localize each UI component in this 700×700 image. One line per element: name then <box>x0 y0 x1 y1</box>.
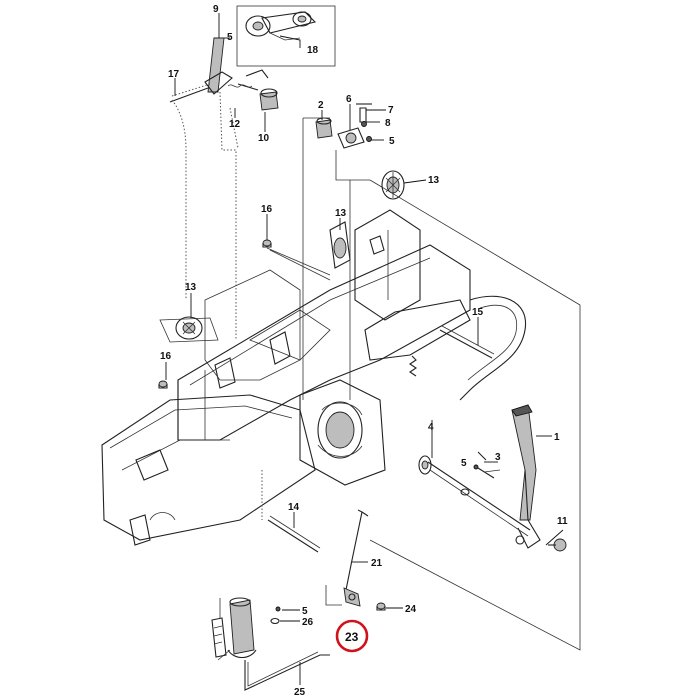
callout-5-upper: 5 <box>389 136 395 147</box>
callout-3: 3 <box>495 452 501 463</box>
callout-5-right: 5 <box>461 458 467 469</box>
callout-14: 14 <box>288 502 300 513</box>
rod-21 <box>345 509 369 597</box>
callout-6: 6 <box>346 94 352 105</box>
callout-10: 10 <box>258 133 270 144</box>
callout-21: 21 <box>371 558 383 569</box>
callout-25: 25 <box>294 687 306 698</box>
callout-5-top: 5 <box>227 32 233 43</box>
callout-4: 4 <box>428 422 434 433</box>
pedal-bracket <box>211 597 330 691</box>
callout-11: 11 <box>557 516 568 527</box>
leader-dotted-17 <box>171 99 187 300</box>
callout-23: 23 <box>345 630 359 644</box>
callout-13-left: 13 <box>185 282 197 293</box>
callout-15: 15 <box>472 307 484 318</box>
callout-26: 26 <box>302 617 314 628</box>
callout-2: 2 <box>318 100 324 111</box>
callout-labels: 9 5 18 17 12 10 2 6 7 8 5 13 13 16 13 16… <box>160 4 568 698</box>
nut-16-lower <box>158 380 168 389</box>
leader-dotted-12 <box>219 91 237 340</box>
callout-18: 18 <box>307 45 319 56</box>
upper-bracket-assembly <box>315 103 372 149</box>
callout-5-lower: 5 <box>302 606 308 617</box>
callout-16-lower: 16 <box>160 351 172 362</box>
upper-linkage <box>169 37 279 111</box>
callout-13-upper: 13 <box>428 175 440 186</box>
pulley-13-left <box>159 316 219 343</box>
nut-24 <box>376 602 386 611</box>
callout-16-upper: 16 <box>261 204 273 215</box>
bracket-23 <box>343 587 361 607</box>
leader-lines <box>165 13 564 685</box>
nut-16-upper <box>262 239 272 248</box>
lever-assembly <box>418 404 567 552</box>
callout-13-mid: 13 <box>335 208 347 219</box>
callout-12: 12 <box>229 119 241 130</box>
callout-24: 24 <box>405 604 417 615</box>
pulley-13-upper <box>381 170 405 200</box>
pulley-detail-inset <box>236 5 336 67</box>
rod-14 <box>261 470 321 553</box>
highlight-circle-23 <box>335 619 369 653</box>
callout-1: 1 <box>554 432 560 443</box>
callout-9: 9 <box>213 4 219 15</box>
callout-8: 8 <box>385 118 391 129</box>
callout-7: 7 <box>388 105 394 116</box>
callout-17: 17 <box>168 69 180 80</box>
